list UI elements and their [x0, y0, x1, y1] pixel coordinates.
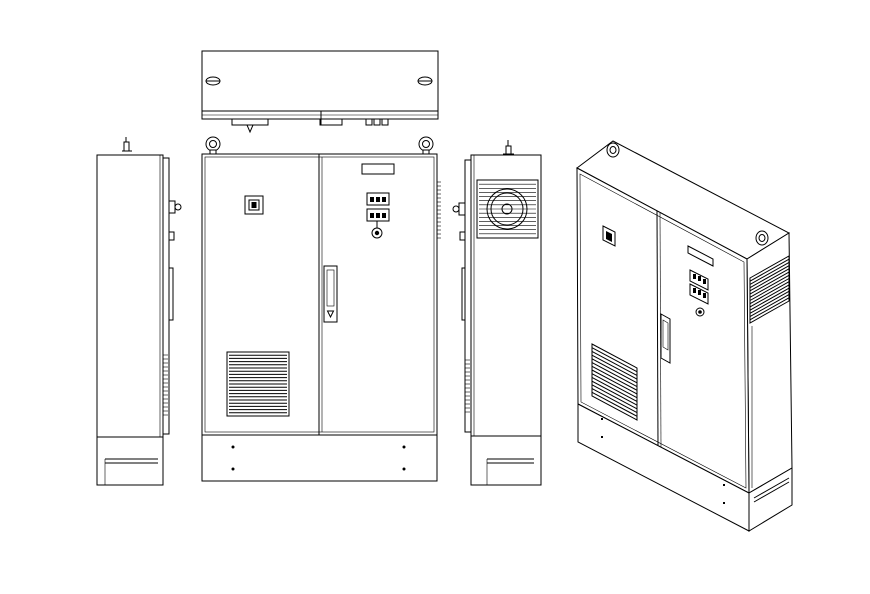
iso-disconnect-switch: [602, 225, 616, 247]
iso-side-vents: [749, 255, 790, 324]
iso-lifting-lug-right: [755, 230, 769, 246]
right-side-eyebolt: [503, 140, 514, 155]
iso-side-vent-slat: [749, 294, 790, 318]
top-view-roof: [201, 50, 439, 120]
iso-side-vent-slat: [749, 261, 790, 285]
fan-grille: [476, 179, 539, 239]
iso-louver-slat: [591, 384, 638, 410]
left-side-door-edge: [162, 157, 170, 435]
iso-louver-slat: [591, 391, 638, 417]
control-buttons-panel: [366, 192, 390, 239]
iso-side-vent-slat: [749, 278, 790, 301]
iso-control-buttons: [689, 269, 709, 317]
iso-louver-slat: [591, 373, 638, 399]
top-lifting-lug-right: [417, 76, 433, 86]
front-plinth: [201, 434, 438, 482]
iso-label-plate: [687, 245, 714, 267]
top-view-hinges: [231, 111, 389, 134]
left-side-body: [96, 154, 164, 438]
iso-louver-slat: [591, 388, 638, 414]
iso-side-vent-slat: [749, 271, 790, 295]
isometric-view: [576, 140, 793, 532]
iso-louver-slat: [591, 350, 638, 376]
front-lifting-lug-left: [205, 136, 221, 155]
iso-side-vent-slat: [749, 290, 790, 314]
iso-side-vent-slat: [749, 265, 790, 289]
left-side-plinth: [96, 436, 164, 486]
iso-side-vent-slat: [749, 258, 790, 282]
left-side-eyebolt: [122, 137, 132, 156]
front-view: [201, 136, 441, 482]
iso-louver-slat: [591, 358, 638, 384]
right-side-plinth: [470, 435, 542, 486]
top-view: [201, 50, 439, 134]
iso-louver-slat: [591, 365, 638, 391]
door-handle: [323, 265, 338, 323]
left-side-view: [96, 137, 182, 486]
front-side-vent-ticks: [437, 181, 441, 239]
iso-lifting-lug-left: [606, 142, 620, 158]
front-lifting-lug-right: [418, 136, 434, 155]
iso-louver-slat: [591, 376, 638, 402]
iso-plinth: [577, 403, 793, 532]
iso-side-vent-slat: [749, 287, 790, 311]
top-lifting-lug-left: [205, 76, 221, 86]
iso-front-louver: [591, 343, 638, 421]
iso-door-split: [656, 210, 659, 447]
main-disconnect-switch: [244, 195, 264, 215]
left-side-vent-ticks: [163, 354, 168, 416]
iso-door-handle: [660, 313, 671, 364]
right-side-handle: [452, 202, 466, 321]
iso-louver-slat: [591, 380, 638, 406]
iso-side-vent-slat: [749, 297, 790, 321]
right-side-door-edge: [464, 159, 472, 433]
door-label-plate: [361, 163, 395, 175]
iso-side-vent-slat: [749, 284, 790, 308]
iso-side-vent-slat: [749, 268, 790, 292]
iso-side-vent-slat: [749, 281, 790, 305]
iso-louver-slat: [591, 347, 638, 373]
right-side-view: [452, 140, 542, 486]
iso-side-vent-slat: [749, 274, 790, 298]
iso-louver-slat: [591, 369, 638, 395]
iso-louver-slat: [591, 354, 638, 380]
front-louver: [226, 351, 290, 417]
iso-louver-slat: [591, 362, 638, 388]
left-side-handle: [168, 200, 182, 321]
right-side-vent-ticks: [465, 359, 470, 413]
